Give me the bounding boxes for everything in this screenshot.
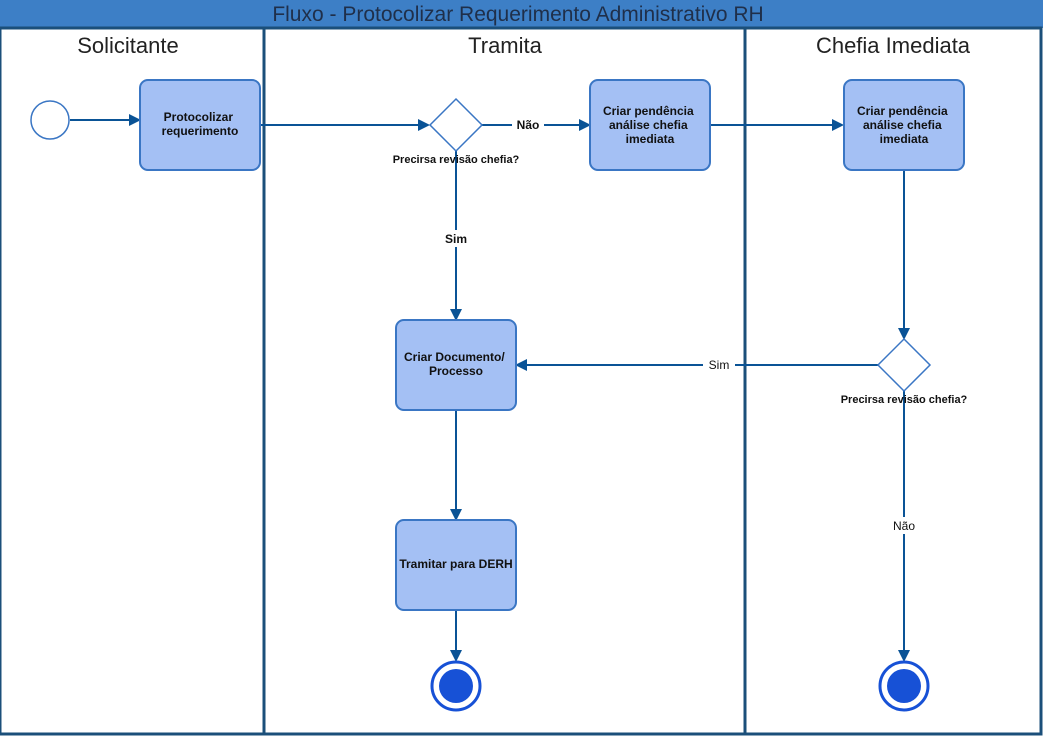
lane-title-chefia: Chefia Imediata [816,33,971,58]
edge-label-bg [703,356,735,373]
task-protocolizar-line-2: requerimento [162,124,239,138]
end-event-chefia [878,660,930,712]
task-pendencia-chefia-line-3: imediata [880,132,929,146]
task-pendencia-tramita-line-2: análise chefia [609,118,688,132]
task-pendencia-chefia-line-2: análise chefia [863,118,942,132]
task-documento: Criar Documento/ Processo [395,319,517,411]
pool-title: Fluxo - Protocolizar Requerimento Admini… [272,3,763,26]
start-event [30,100,70,140]
task-pendencia-chefia-line-1: Criar pendência [857,104,948,118]
task-protocolizar: Protocolizar requerimento [139,79,261,171]
task-pendencia-tramita: Criar pendência análise chefia imediata [589,79,711,171]
end-event-tramita [430,660,482,712]
edge-label-sim-tramita: Sim [445,232,467,246]
edge-label-bg [888,517,920,534]
gateway-chefia-label: Precirsa revisão chefia? [841,394,968,406]
edge-label-bg [512,116,544,133]
svg-text:Criar Documento/ Process: Criar Documento/ Processo [404,350,508,378]
edge-label-nao-tramita: Não [517,118,540,132]
task-documento-line-1: Criar Documento/ [404,350,505,364]
task-pendencia-tramita-line-1: Criar pendência [603,104,694,118]
lane-title-solicitante: Solicitante [77,33,179,58]
task-protocolizar-line-1: Protocolizar [164,110,234,124]
task-tramitar: Tramitar para DERH [395,519,517,611]
pool-header [0,0,1043,28]
svg-text:Criar pendência análise: Criar pendência análise chefia imediata [857,104,951,146]
task-pendencia-chefia: Criar pendência análise chefia imediata [843,79,965,171]
svg-text:Criar pendência análise: Criar pendência análise chefia imediata [603,104,697,146]
svg-text:Protocolizar requeriment: Protocolizar requerimento [162,110,239,138]
gateway-tramita [428,97,484,153]
task-tramitar-line-1: Tramitar para DERH [399,557,512,571]
gateway-chefia [876,337,932,393]
edge-label-sim-chefia: Sim [709,358,730,372]
gateway-tramita-label: Precirsa revisão chefia? [393,154,520,166]
svg-text:Tramitar para DERH: Tramitar para DERH [399,557,512,571]
lane-title-tramita: Tramita [468,33,543,58]
task-documento-line-2: Processo [429,364,483,378]
edge-label-nao-chefia: Não [893,519,915,533]
task-pendencia-tramita-line-3: imediata [626,132,675,146]
edge-label-bg [440,230,472,247]
